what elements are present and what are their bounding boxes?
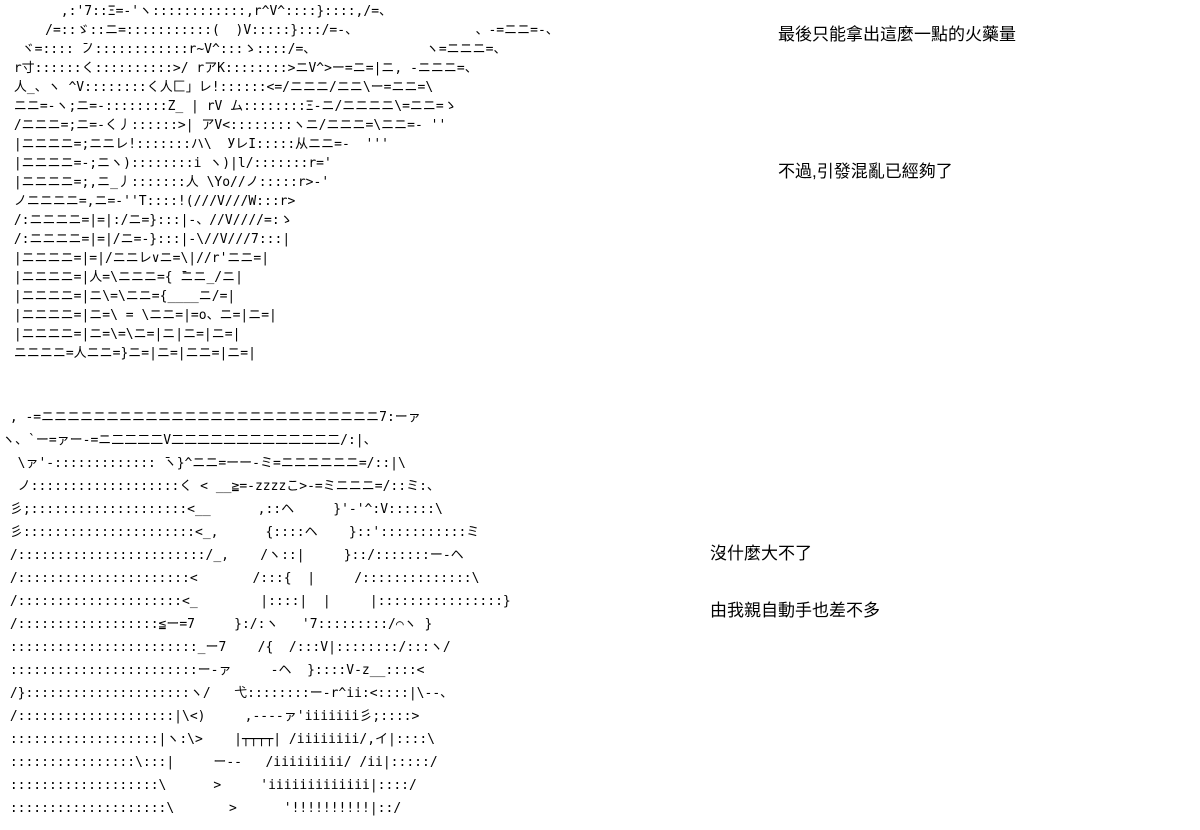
dialogue-line-4: 由我親自動手也差不多 (710, 601, 880, 620)
dialogue-line-3: 沒什麼大不了 (710, 544, 812, 563)
dialogue-line-1: 最後只能拿出這麼一點的火藥量 (778, 25, 1016, 44)
ascii-art-top: ,:'7::Ξ=-'ヽ::::::::::::,r^V^::::}::::,/=… (13, 4, 559, 361)
ascii-art-bottom: , -=ニニニニニニニニニニニニニニニニニニニニニニニニニニ7:ーァ ヽ、`ー=… (2, 410, 511, 816)
dialogue-line-2: 不過,引發混亂已經夠了 (778, 162, 953, 181)
